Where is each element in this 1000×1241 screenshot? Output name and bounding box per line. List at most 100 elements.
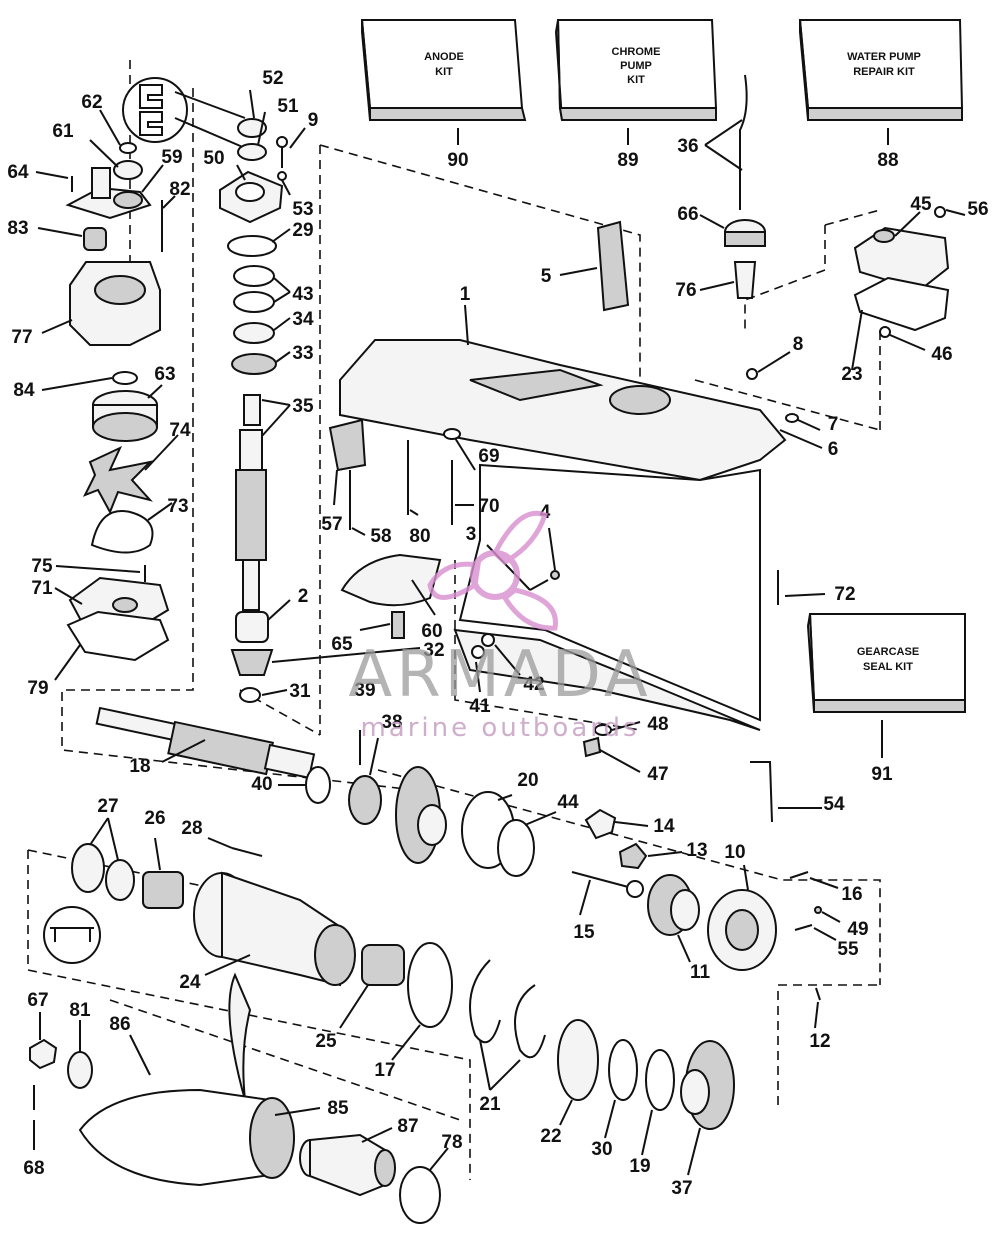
callout-39: 39 — [354, 680, 375, 701]
callout-81: 81 — [69, 1000, 91, 1021]
gearcase-housing-1 — [328, 339, 787, 731]
gearcase-seal-kit-box: GEARCASE SEAL KIT — [806, 613, 966, 713]
pin-12 — [815, 987, 821, 1001]
callout-53: 53 — [292, 199, 313, 220]
callout-66: 66 — [677, 204, 698, 225]
cover-45 — [853, 226, 950, 292]
pin-8 — [746, 368, 758, 380]
callout-33: 33 — [292, 343, 313, 364]
detent-13 — [618, 842, 648, 870]
callout-12: 12 — [809, 1031, 830, 1052]
bearing-26 — [142, 871, 184, 909]
callout-9: 9 — [308, 110, 319, 131]
washer-53 — [277, 171, 287, 181]
seal-52 — [237, 118, 267, 138]
nut-67 — [29, 1038, 58, 1070]
callout-17: 17 — [374, 1060, 395, 1081]
seal-73 — [90, 510, 154, 554]
anode-5 — [596, 220, 630, 312]
callout-2: 2 — [298, 586, 309, 607]
housing-50 — [219, 170, 284, 224]
callout-51: 51 — [277, 96, 299, 117]
callout-60: 60 — [421, 621, 442, 642]
callout-37: 37 — [671, 1178, 692, 1199]
callout-19: 19 — [629, 1156, 650, 1177]
callout-57: 57 — [321, 514, 342, 535]
callout-59: 59 — [161, 147, 182, 168]
callout-32: 32 — [423, 640, 444, 661]
callout-31: 31 — [289, 681, 311, 702]
gearcase-seal-kit-label-line2: SEAL KIT — [863, 661, 913, 673]
callout-69: 69 — [478, 446, 499, 467]
callout-26: 26 — [144, 808, 165, 829]
callout-23: 23 — [841, 364, 862, 385]
shim-44 — [497, 819, 535, 877]
callout-75: 75 — [31, 556, 53, 577]
thrust-washer-81 — [67, 1051, 93, 1089]
bearing-housing-10 — [707, 889, 777, 971]
callout-15: 15 — [573, 922, 595, 943]
callout-68: 68 — [23, 1158, 44, 1179]
callout-43: 43 — [292, 284, 313, 305]
anode-kit-label-line2: KIT — [435, 66, 453, 78]
shift-shaft-15 — [571, 871, 644, 898]
cup-63 — [92, 390, 158, 442]
chrome-pump-kit-label-line1: CHROME — [612, 46, 661, 58]
callout-3: 3 — [466, 524, 477, 545]
gasket-79 — [66, 610, 170, 662]
bearing-carrier-24 — [193, 871, 356, 987]
callout-74: 74 — [169, 420, 191, 441]
spacer-87 — [299, 1133, 396, 1197]
callout-25: 25 — [315, 1031, 337, 1052]
trim-tab-60 — [340, 553, 442, 639]
anode-57 — [328, 418, 367, 472]
bolt-9 — [276, 136, 288, 168]
callout-41: 41 — [469, 696, 491, 717]
callout-52: 52 — [262, 68, 283, 89]
leader-lines — [33, 89, 966, 1176]
callout-48: 48 — [647, 714, 668, 735]
water-pump-repair-kit-label-line1: WATER PUMP — [847, 51, 921, 63]
screw-28 — [231, 847, 263, 857]
callout-5: 5 — [541, 266, 552, 287]
callout-21: 21 — [479, 1094, 501, 1115]
callout-27: 27 — [97, 796, 118, 817]
screw-3 — [529, 579, 549, 591]
callout-36: 36 — [677, 136, 698, 157]
watermark-title: ARMADA — [348, 638, 651, 712]
callout-29: 29 — [292, 220, 313, 241]
o-ring-17 — [407, 942, 453, 1028]
callout-6: 6 — [828, 439, 839, 460]
callout-47: 47 — [647, 764, 668, 785]
gasket-23 — [853, 276, 950, 332]
callout-80: 80 — [409, 526, 430, 547]
callout-64: 64 — [7, 162, 29, 183]
water-tube-guide-59 — [65, 167, 152, 220]
callout-46: 46 — [931, 344, 952, 365]
gearcase-seal-kit-label-line1: GEARCASE — [857, 646, 919, 658]
callout-90: 90 — [447, 150, 468, 171]
callout-38: 38 — [381, 712, 402, 733]
bushing-83 — [83, 227, 107, 251]
callout-76: 76 — [675, 280, 696, 301]
callout-49: 49 — [847, 919, 868, 940]
bearing-33 — [231, 353, 277, 375]
callout-62: 62 — [81, 92, 102, 113]
retainer-plate-22 — [557, 1019, 599, 1101]
screw-41 — [471, 645, 485, 659]
drive-shaft-35 — [235, 394, 267, 611]
o-ring-62 — [119, 142, 137, 154]
bearing-11 — [647, 874, 700, 936]
seal-40 — [305, 766, 331, 804]
callout-20: 20 — [517, 770, 538, 791]
impeller-housing-77 — [69, 261, 161, 346]
callout-11: 11 — [690, 962, 711, 983]
pinion-gear-32 — [230, 649, 274, 676]
callout-35: 35 — [292, 396, 314, 417]
callout-1: 1 — [460, 284, 471, 305]
callout-18: 18 — [129, 756, 150, 777]
callout-40: 40 — [251, 774, 272, 795]
propeller-86 — [78, 972, 295, 1187]
anode-kit-box: ANODE KIT — [360, 19, 527, 121]
